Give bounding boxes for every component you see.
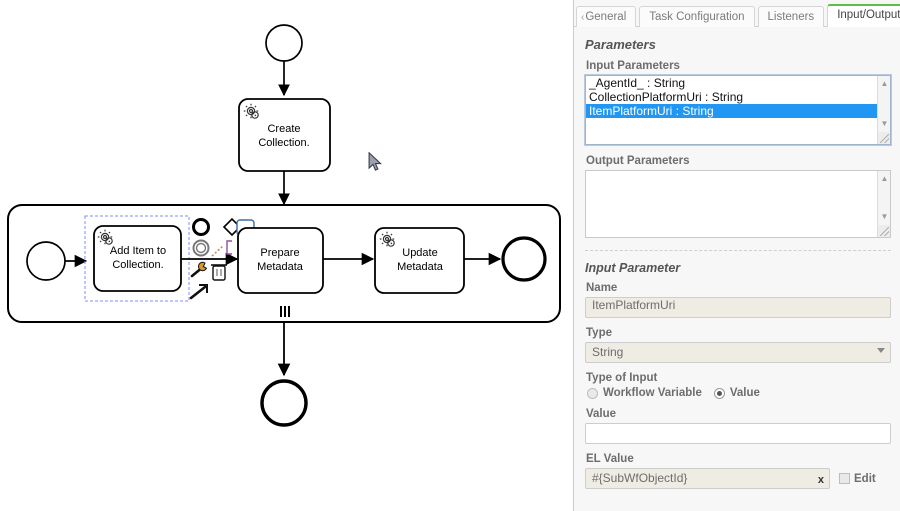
task-label: Create: [267, 123, 300, 135]
input-parameters-list: _AgentId_ : String CollectionPlatformUri…: [586, 76, 890, 118]
radio-value-label: Value: [729, 387, 760, 399]
clear-icon[interactable]: x: [817, 474, 824, 486]
connect-icon[interactable]: [189, 284, 208, 300]
subprocess-end-event[interactable]: [501, 236, 547, 282]
radio-value[interactable]: [713, 387, 725, 399]
resize-handle[interactable]: [878, 132, 890, 144]
properties-tab-bar[interactable]: ‹General Task Configuration Listeners In…: [574, 0, 900, 27]
scroll-up-icon[interactable]: ▲: [880, 79, 889, 88]
scroll-down-icon[interactable]: ▼: [880, 119, 889, 128]
value-label: Value: [586, 408, 617, 420]
tab-label: Listeners: [767, 11, 815, 23]
name-label: Name: [586, 282, 618, 294]
task-prepare-metadata[interactable]: Prepare Metadata: [237, 227, 324, 294]
service-task-gear-icon: [97, 229, 113, 245]
tab-label: General: [585, 11, 627, 23]
input-parameters-listbox[interactable]: _AgentId_ : String CollectionPlatformUri…: [584, 74, 892, 146]
radio-workflow-variable-label: Workflow Variable: [603, 387, 702, 399]
end-event[interactable]: [260, 379, 308, 427]
type-label: Type: [586, 327, 612, 339]
append-intermediate-event-icon[interactable]: [192, 239, 210, 257]
start-event[interactable]: [265, 24, 303, 62]
task-label: Prepare: [260, 247, 299, 259]
input-parameters-scrollbar[interactable]: ▲ ▼: [877, 76, 890, 144]
resize-handle[interactable]: [878, 225, 890, 237]
type-select[interactable]: String: [585, 342, 891, 363]
task-label: Collection.: [112, 259, 163, 271]
el-value-row: #{SubWfObjectId} x Edit: [585, 468, 891, 489]
parallel-multi-instance-marker-icon: [280, 306, 290, 317]
task-label: Update: [402, 247, 437, 259]
chevron-down-icon[interactable]: [877, 348, 885, 353]
properties-panel: ‹General Task Configuration Listeners In…: [573, 0, 900, 511]
wrench-icon[interactable]: [190, 261, 208, 278]
section-divider: [585, 250, 891, 251]
el-value-label: EL Value: [586, 453, 634, 465]
radio-workflow-variable[interactable]: [587, 387, 598, 399]
tab-general[interactable]: ‹General: [576, 6, 637, 27]
chevron-left-icon[interactable]: ‹: [581, 12, 585, 23]
el-value-text: #{SubWfObjectId}: [592, 471, 688, 485]
edit-checkbox[interactable]: [839, 473, 850, 484]
task-label: Metadata: [257, 261, 304, 273]
task-update-metadata[interactable]: Update Metadata: [374, 227, 465, 294]
list-item[interactable]: _AgentId_ : String: [589, 76, 686, 90]
trash-icon[interactable]: [211, 264, 227, 281]
output-parameters-scrollbar[interactable]: ▲ ▼: [877, 171, 890, 237]
name-field[interactable]: ItemPlatformUri: [585, 297, 891, 318]
append-text-annotation-icon[interactable]: [211, 240, 232, 257]
type-select-wrapper: String: [585, 342, 891, 363]
edit-checkbox-label: Edit: [854, 472, 876, 485]
tab-task-configuration[interactable]: Task Configuration: [639, 6, 755, 27]
list-item[interactable]: CollectionPlatformUri : String: [589, 90, 744, 104]
tab-label: Input/Output: [837, 9, 900, 21]
tab-input-output[interactable]: Input/Output: [827, 4, 900, 27]
tab-listeners[interactable]: Listeners: [757, 6, 825, 27]
task-create-collection[interactable]: Create Collection.: [238, 98, 331, 172]
el-value-field[interactable]: #{SubWfObjectId} x: [585, 468, 830, 489]
type-of-input-label: Type of Input: [586, 372, 658, 384]
mouse-cursor: [368, 152, 382, 171]
output-parameters-listbox[interactable]: ▲ ▼: [585, 170, 891, 238]
task-label: Metadata: [397, 261, 444, 273]
scroll-up-icon[interactable]: ▲: [880, 174, 889, 183]
task-add-item-to-collection[interactable]: Add Item to Collection.: [93, 225, 182, 292]
task-label: Collection.: [258, 137, 309, 149]
value-field[interactable]: [585, 423, 891, 444]
output-parameters-label: Output Parameters: [586, 155, 690, 167]
task-label: Add Item to: [110, 245, 166, 257]
subprocess-start-event[interactable]: [26, 241, 66, 281]
tab-label: Task Configuration: [649, 11, 745, 23]
append-end-event-icon[interactable]: [192, 218, 210, 236]
list-item[interactable]: ItemPlatformUri : String: [586, 104, 890, 118]
type-of-input-radio-group: Workflow Variable Value: [587, 387, 891, 399]
input-parameters-label: Input Parameters: [586, 60, 680, 72]
parameters-group-title: Parameters: [585, 37, 656, 52]
input-parameter-section-title: Input Parameter: [585, 261, 681, 275]
service-task-gear-icon: [243, 103, 259, 119]
service-task-gear-icon: [379, 231, 395, 247]
scroll-down-icon[interactable]: ▼: [880, 212, 889, 221]
bpmn-canvas[interactable]: Create Collection.: [0, 0, 573, 511]
